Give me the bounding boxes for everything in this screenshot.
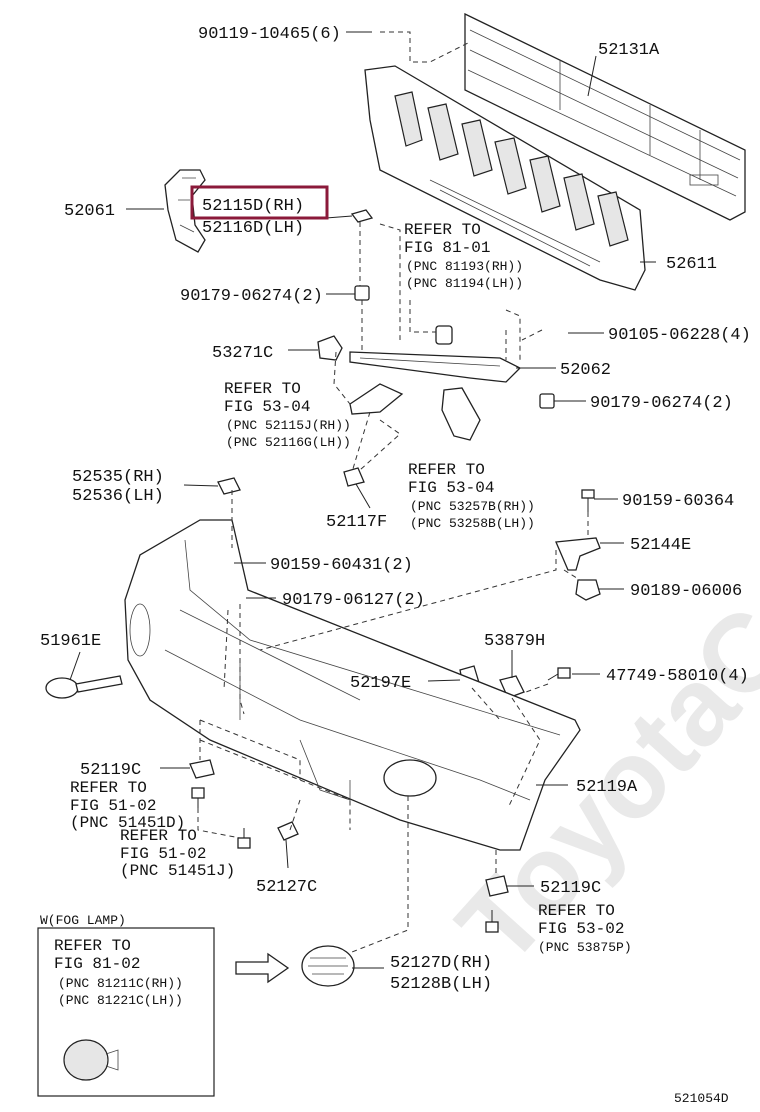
part-number-label[interactable]: 51961E bbox=[40, 632, 101, 651]
part-number-label-highlighted[interactable]: 52115D(RH) bbox=[202, 197, 304, 216]
refer-label[interactable]: REFER TO bbox=[70, 779, 147, 797]
leader-lines bbox=[69, 31, 656, 969]
screw-drawing bbox=[191, 787, 251, 849]
part-number-label[interactable]: 90179-06274(2) bbox=[590, 394, 733, 413]
refer-label[interactable]: FIG 53-04 bbox=[224, 398, 310, 416]
part-number-label[interactable]: 52128B(LH) bbox=[390, 975, 492, 994]
clip-52119c-drawing bbox=[189, 759, 215, 779]
part-number-label[interactable]: 52116D(LH) bbox=[202, 219, 304, 238]
clip-52535-drawing bbox=[217, 477, 241, 495]
refer-pnc-label[interactable]: (PNC 81193(RH)) bbox=[406, 259, 523, 274]
refer-pnc-label[interactable]: (PNC 51451J) bbox=[120, 862, 235, 880]
bolt-drawing bbox=[581, 489, 595, 512]
clip-52115d-drawing bbox=[350, 209, 374, 223]
refer-pnc-label[interactable]: (PNC 52115J(RH)) bbox=[226, 418, 351, 433]
part-number-label[interactable]: 90119-10465(6) bbox=[198, 25, 341, 44]
fog-cover-drawing bbox=[301, 945, 355, 987]
refer-label[interactable]: REFER TO bbox=[224, 380, 301, 398]
part-number-label[interactable]: 90189-06006 bbox=[630, 582, 742, 601]
part-number-label[interactable]: 52536(LH) bbox=[72, 487, 164, 506]
refer-label[interactable]: FIG 53-04 bbox=[408, 479, 494, 497]
refer-label[interactable]: REFER TO bbox=[408, 461, 485, 479]
refer-label[interactable]: REFER TO bbox=[120, 827, 197, 845]
part-number-label[interactable]: 52144E bbox=[630, 536, 691, 555]
part-number-label[interactable]: 52127C bbox=[256, 878, 317, 897]
refer-label[interactable]: FIG 81-01 bbox=[404, 239, 490, 257]
bumper-bracket-drawing bbox=[164, 169, 206, 253]
refer-label[interactable]: REFER TO bbox=[54, 937, 131, 955]
part-number-label[interactable]: 90105-06228(4) bbox=[608, 326, 751, 345]
refer-pnc-label[interactable]: (PNC 53258B(LH)) bbox=[410, 516, 535, 531]
fog-lamp-drawing bbox=[63, 1039, 119, 1081]
refer-pnc-label[interactable]: (PNC 52116G(LH)) bbox=[226, 435, 351, 450]
part-number-label[interactable]: 52119A bbox=[576, 778, 638, 797]
part-number-label[interactable]: 52062 bbox=[560, 361, 611, 380]
fog-lamp-inset-box bbox=[37, 927, 215, 1097]
side-bracket-drawing bbox=[441, 387, 481, 441]
refer-label[interactable]: FIG 51-02 bbox=[120, 845, 206, 863]
part-number-label[interactable]: 47749-58010(4) bbox=[606, 667, 749, 686]
part-number-label[interactable]: 52611 bbox=[666, 255, 717, 274]
part-number-label[interactable]: 52197E bbox=[350, 674, 411, 693]
bracket-52144e-drawing bbox=[555, 537, 601, 571]
part-number-label[interactable]: 52061 bbox=[64, 202, 115, 221]
nut-drawing bbox=[354, 285, 370, 301]
refer-label[interactable]: FIG 53-02 bbox=[538, 920, 624, 938]
assembly-guide-lines bbox=[197, 31, 589, 953]
refer-label[interactable]: FIG 81-02 bbox=[54, 955, 140, 973]
cap-52127c-drawing bbox=[277, 821, 299, 841]
part-number-label[interactable]: 52131A bbox=[598, 41, 660, 60]
clip-53271c-drawing bbox=[317, 335, 343, 361]
refer-label[interactable]: FIG 51-02 bbox=[70, 797, 156, 815]
refer-pnc-label[interactable]: (PNC 53875P) bbox=[538, 940, 632, 955]
inset-title: W(FOG LAMP) bbox=[40, 913, 126, 928]
nut-drawing bbox=[539, 393, 555, 409]
part-number-label[interactable]: 90159-60431(2) bbox=[270, 556, 413, 575]
refer-pnc-label[interactable]: (PNC 51451D) bbox=[70, 814, 185, 832]
part-number-label[interactable]: 90179-06127(2) bbox=[282, 591, 425, 610]
screw-drawing bbox=[485, 910, 499, 933]
part-number-label[interactable]: 52127D(RH) bbox=[390, 954, 492, 973]
part-number-label[interactable]: 53271C bbox=[212, 344, 273, 363]
refer-pnc-label[interactable]: (PNC 81221C(LH)) bbox=[58, 993, 183, 1008]
part-number-label[interactable]: 52117F bbox=[326, 513, 387, 532]
bumper-absorber-drawing bbox=[364, 65, 646, 291]
tow-hook-drawing bbox=[45, 675, 123, 699]
bumper-cover-drawing bbox=[124, 519, 581, 851]
clip-52117f-drawing bbox=[343, 467, 365, 487]
clip-52119c-drawing bbox=[485, 875, 509, 897]
arrow-right-icon bbox=[235, 952, 290, 984]
highlight-box bbox=[190, 185, 329, 220]
screw-drawing bbox=[547, 667, 571, 681]
part-number-label[interactable]: 90159-60364 bbox=[622, 492, 734, 511]
side-bracket-drawing bbox=[349, 383, 404, 415]
refer-pnc-label[interactable]: (PNC 53257B(RH)) bbox=[410, 499, 535, 514]
refer-pnc-label[interactable]: (PNC 81211C(RH)) bbox=[58, 976, 183, 991]
part-number-label[interactable]: 52119C bbox=[80, 761, 141, 780]
illustration-id: 521054D bbox=[674, 1091, 729, 1106]
refer-label[interactable]: REFER TO bbox=[404, 221, 481, 239]
part-number-label[interactable]: 52535(RH) bbox=[72, 468, 164, 487]
part-number-label[interactable]: 52119C bbox=[540, 879, 601, 898]
part-number-label[interactable]: 53879H bbox=[484, 632, 545, 651]
part-number-label[interactable]: 90179-06274(2) bbox=[180, 287, 323, 306]
refer-label[interactable]: REFER TO bbox=[538, 902, 615, 920]
bumper-reinforcement-drawing bbox=[464, 12, 746, 221]
bumper-retainer-drawing bbox=[349, 325, 522, 383]
refer-pnc-label[interactable]: (PNC 81194(LH)) bbox=[406, 276, 523, 291]
clip-drawing bbox=[575, 579, 601, 601]
